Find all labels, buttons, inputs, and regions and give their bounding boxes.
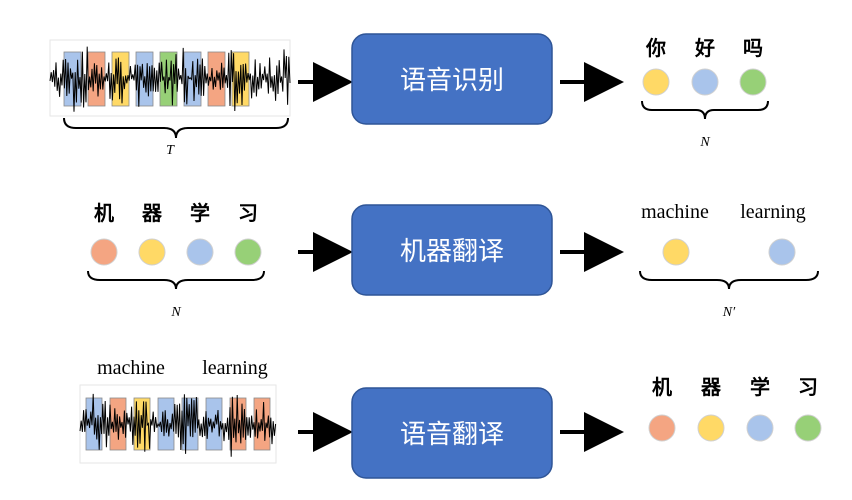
output-token: 器 [700, 375, 722, 399]
output-underbrace [639, 270, 819, 290]
token-circle [691, 68, 719, 96]
output-token: 机 [652, 375, 672, 399]
input-token: 学 [190, 201, 210, 225]
output-tokens: 机 器 学 习 [648, 375, 822, 442]
output-length-label: N [699, 135, 710, 150]
input-token: 机 [94, 201, 114, 225]
output-token: learning [740, 201, 806, 223]
waveform-line [79, 393, 277, 457]
output-tokens: 你 好 吗 [642, 36, 767, 96]
input-tokens: 机 器 学 习 [90, 201, 262, 266]
token-circle [662, 238, 690, 266]
token-circle [90, 238, 118, 266]
output-length-label: N′ [722, 305, 736, 320]
row-speech-translation: machine learning 语音翻译 机 器 学 习 [79, 357, 822, 479]
token-circle [794, 414, 822, 442]
process-box-rect [351, 387, 553, 479]
input-underbrace [63, 117, 289, 139]
row-speech-recognition: T 语音识别 你 好 吗 N [49, 33, 769, 158]
caption-token: machine [97, 357, 165, 379]
process-box-label: 机器翻译 [400, 237, 504, 267]
token-circle [768, 238, 796, 266]
input-token: 习 [238, 201, 258, 225]
process-box: 机器翻译 [351, 204, 553, 296]
output-token: 学 [750, 375, 770, 399]
audio-spectrogram-input [49, 39, 291, 117]
output-token: 习 [798, 375, 818, 399]
token-circle [642, 68, 670, 96]
input-underbrace [87, 270, 265, 290]
waveform-line [49, 46, 291, 112]
input-token: 器 [141, 201, 163, 225]
caption-token: learning [202, 357, 268, 379]
process-box: 语音识别 [351, 33, 553, 125]
output-underbrace [641, 100, 769, 120]
row-machine-translation: 机 器 学 习 N 机器翻译 machine learning N′ [87, 201, 819, 320]
process-box-rect [351, 204, 553, 296]
token-circle [138, 238, 166, 266]
process-box-label: 语音识别 [400, 66, 504, 96]
token-circle [648, 414, 676, 442]
output-token: machine [641, 201, 709, 223]
token-circle [697, 414, 725, 442]
token-circle [234, 238, 262, 266]
input-length-label: T [166, 143, 175, 158]
process-box-rect [351, 33, 553, 125]
input-length-label: N [170, 305, 181, 320]
process-box-label: 语音翻译 [400, 420, 504, 450]
output-token: 好 [694, 36, 715, 60]
input-caption: machine learning [97, 357, 268, 379]
process-box: 语音翻译 [351, 387, 553, 479]
token-circle [739, 68, 767, 96]
output-tokens: machine learning [641, 201, 806, 266]
token-circle [746, 414, 774, 442]
output-token: 吗 [743, 36, 763, 60]
audio-spectrogram-input [79, 384, 277, 464]
token-circle [186, 238, 214, 266]
output-token: 你 [645, 36, 666, 60]
